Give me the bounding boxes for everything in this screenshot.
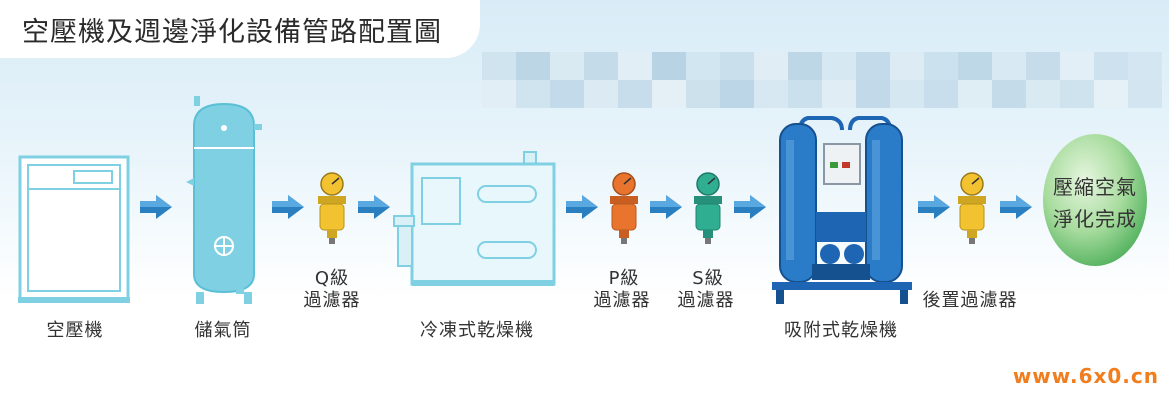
air-compressor-icon [18,155,130,303]
final-label-line1: 壓縮空氣 [1053,175,1137,199]
final-label-line2: 淨化完成 [1053,207,1137,231]
arrow-icon [918,195,950,219]
p-filter-icon [610,172,638,244]
refrigerated-dryer-label: 冷凍式乾燥機 [420,320,534,341]
q-filter-label-line2: 過濾器 [303,290,361,311]
arrow-icon [140,195,172,219]
arrow-icon [650,195,682,219]
arrow-icon [734,195,766,219]
air-tank-icon [186,96,262,304]
p-filter-label-line1: P級 [608,268,640,289]
title-tab [0,0,480,58]
final-circle [1043,134,1147,266]
compressor-label: 空壓機 [46,320,104,341]
s-filter-label-line1: S級 [692,268,724,289]
q-filter-label-line1: Q級 [314,268,350,289]
arrow-icon [1000,195,1032,219]
q-filter-icon [318,172,346,244]
after-filter-label: 後置過濾器 [922,290,1018,311]
refrigerated-dryer-icon [393,151,556,286]
arrow-icon [272,195,304,219]
s-filter-icon [694,172,722,244]
blurred-region [482,52,1162,108]
page-title: 空壓機及週邊淨化設備管路配置圖 [22,17,442,48]
adsorption-dryer-icon [772,116,912,304]
adsorption-dryer-label: 吸附式乾燥機 [784,320,898,341]
s-filter-label-line2: 過濾器 [677,290,735,311]
p-filter-label-line2: 過濾器 [593,290,651,311]
tank-label: 儲氣筒 [194,320,252,341]
after-filter-icon [958,172,986,244]
arrow-icon [566,195,598,219]
watermark: www.6x0.cn [1012,364,1159,388]
arrow-icon [358,195,390,219]
